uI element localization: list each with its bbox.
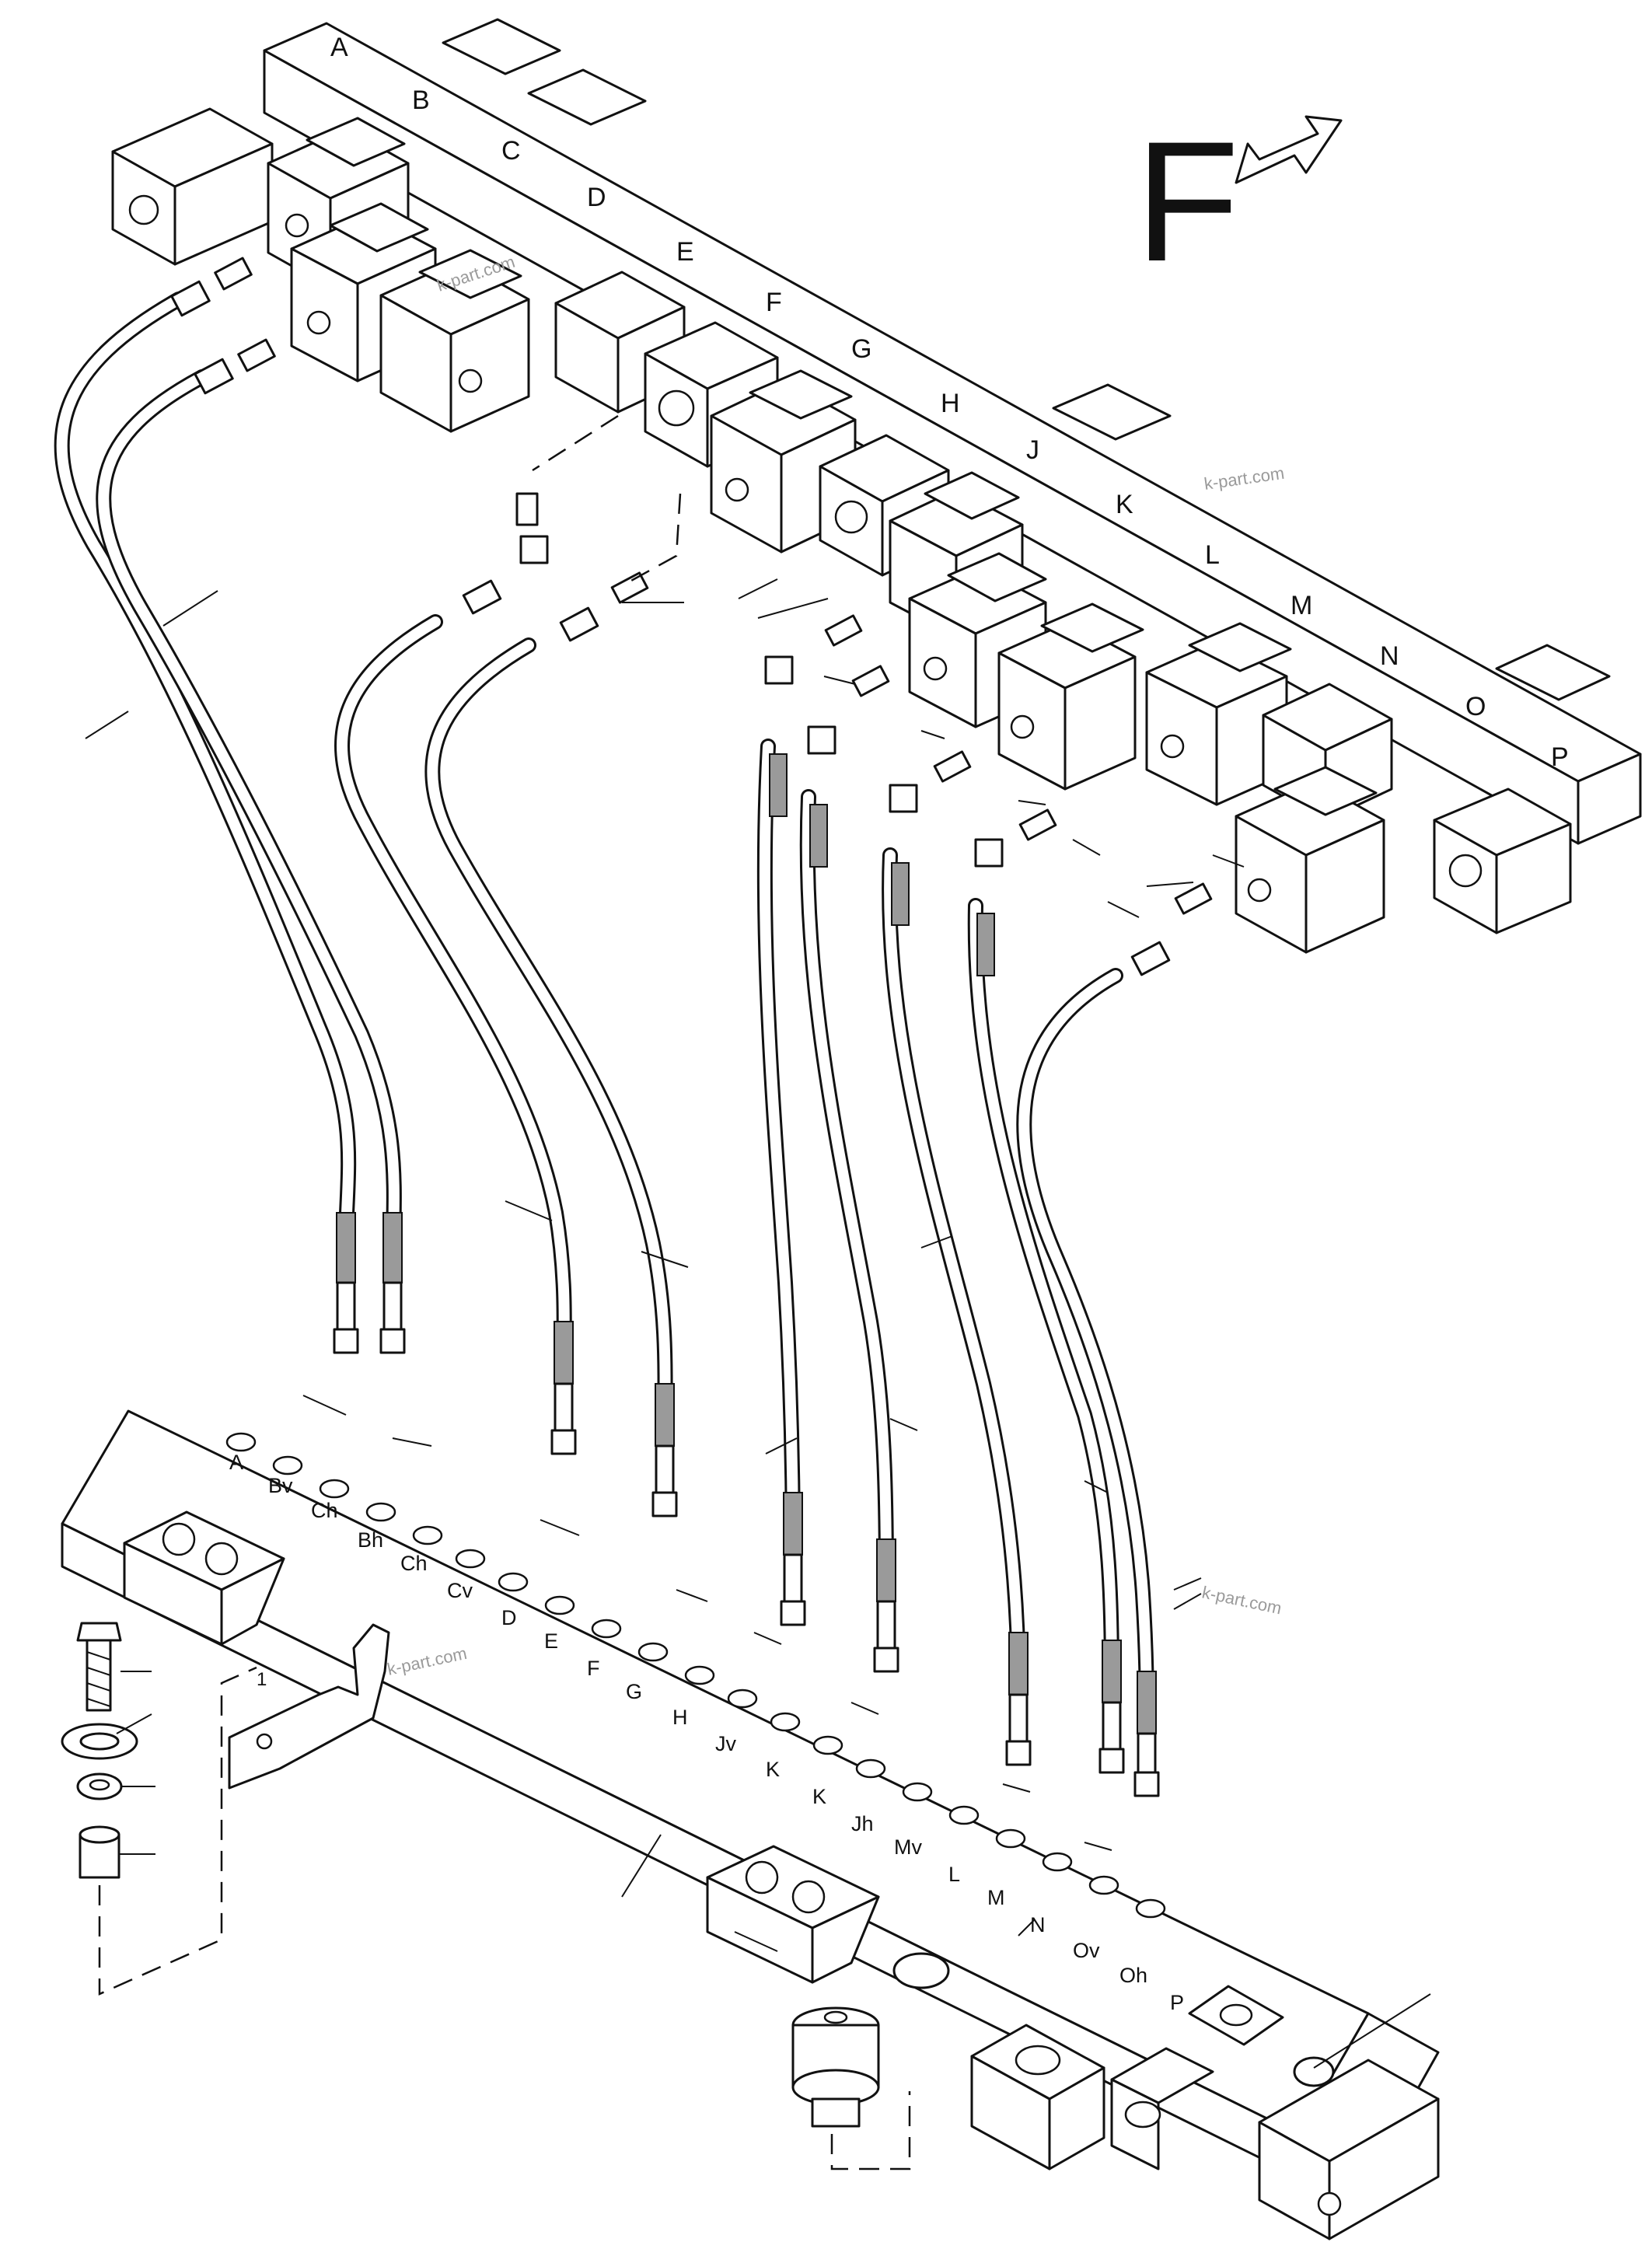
port-label-mv: Mv [894,1835,922,1859]
view-letter-f: F [1135,106,1239,297]
valve-label-a: A [330,33,348,62]
hose-9 [1016,968,1154,1741]
valve-label-d: D [587,183,606,212]
port-label-ch-1: Ch [311,1499,338,1522]
manifold-beam-end [1577,753,1642,845]
port-label-f: F [587,1657,600,1680]
valve-label-f: F [766,288,782,317]
port-label-g: G [626,1680,642,1703]
mounting-hardware: 1 [61,1622,267,1996]
watermark-4: k-part.com [1200,1582,1284,1618]
valve-label-j: J [1026,435,1039,465]
valve-label-e: E [676,237,694,267]
valve-label-k: K [1116,490,1133,519]
port-label-h: H [672,1706,688,1729]
port-label-jv: Jv [715,1732,737,1755]
hose-assemblies [54,257,1213,1797]
accumulator-fitting [791,2006,911,2170]
flat-washer-icon [76,1772,123,1800]
spacer-bushing-icon [79,1825,120,1879]
connection-dash-1 [532,414,619,472]
port-label-ov: Ov [1073,1939,1100,1962]
valve-label-n: N [1380,641,1399,671]
port-label-bv: Bv [268,1474,293,1497]
port-label-oh: Oh [1119,1964,1147,1987]
watermark-2: k-part.com [1203,463,1285,494]
rail-ports [225,1432,1166,1919]
hose-end-fittings [333,1281,1160,1797]
port-label-cv: Cv [447,1579,473,1602]
valve-label-c: C [501,136,521,166]
port-label-jh: Jh [851,1812,874,1835]
rail-port-labels: A Bv Ch Bh Ch Cv D E F G H Jv K K Jh Mv … [229,1451,1184,2014]
port-label-k-2: K [812,1785,826,1808]
port-label-e: E [544,1629,558,1653]
hose-4 [424,637,673,1454]
view-marker: F [1135,106,1343,297]
port-label-a: A [229,1451,243,1474]
connection-dash-2 [629,493,682,583]
hose-1 [54,292,357,1290]
bolt-icon [76,1622,122,1712]
valve-label-h: H [941,389,960,418]
valve-label-l: L [1205,540,1220,570]
callout-number: 1 [257,1669,267,1690]
valve-label-g: G [851,334,871,364]
valve-label-p: P [1551,742,1569,772]
valve-manifold: A B C D E F G H J K L M N O P k-part.com… [111,18,1642,954]
port-label-k-1: K [766,1758,780,1781]
port-label-ch-2: Ch [400,1552,428,1575]
valve-module-group [111,18,1611,954]
port-label-p: P [1170,1991,1184,2014]
manifold-fittings [170,257,1213,976]
hose-3 [334,614,572,1392]
valve-label-o: O [1465,692,1486,721]
port-label-bh: Bh [358,1528,383,1552]
port-label-m: M [987,1886,1005,1909]
leader-lines [85,578,1431,2069]
valve-label-m: M [1291,591,1312,620]
rail-mounting-blocks [123,1510,1335,2170]
valve-block-labels: A B C D E F G H J K L M N O P [330,33,1569,772]
distribution-rail: A Bv Ch Bh Ch Cv D E F G H Jv K K Jh Mv … [61,1409,1440,2240]
port-label-n: N [1030,1913,1046,1936]
port-label-d: D [501,1606,517,1629]
valve-label-b: B [412,86,430,115]
view-direction-arrow-icon [1235,115,1343,184]
port-label-l: L [948,1863,960,1886]
lock-washer-icon [61,1723,138,1760]
